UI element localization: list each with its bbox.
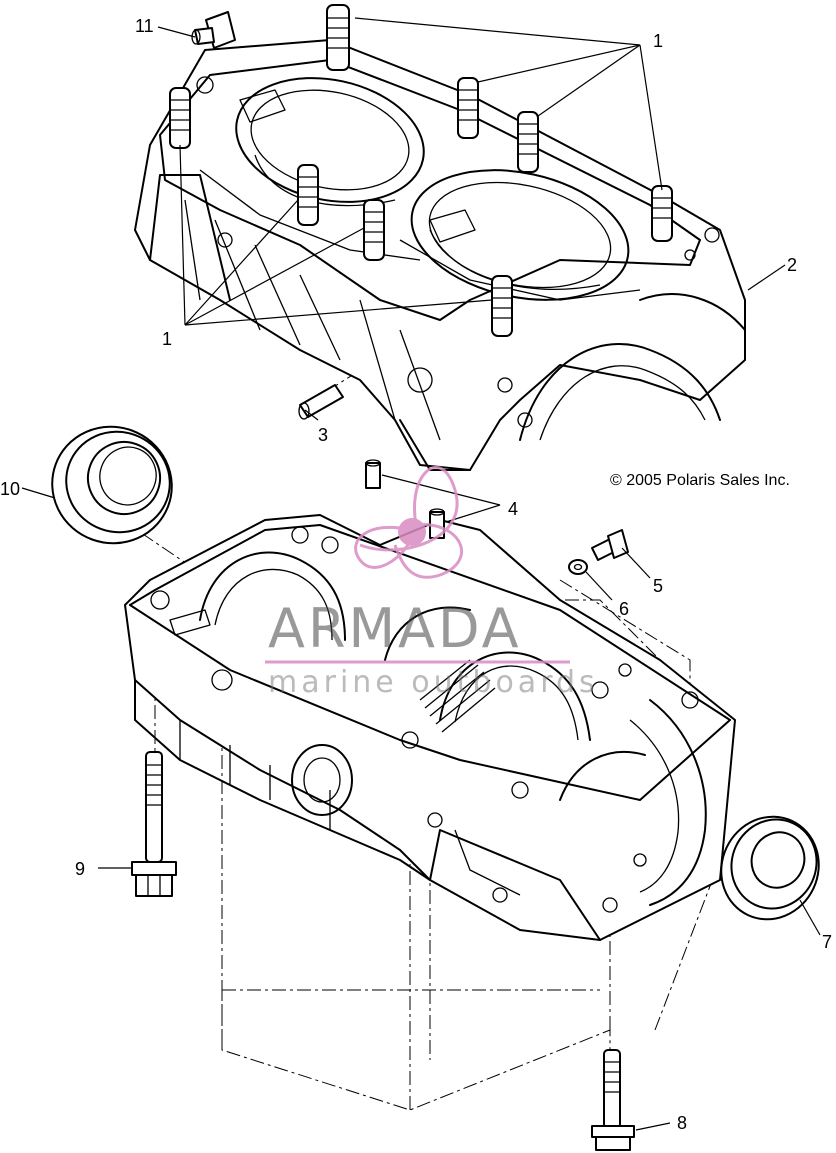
stud [517,111,539,173]
washer-part-6 [568,559,588,575]
watermark-logo-icon [265,466,570,664]
watermark-brand: ARMADA [268,597,522,660]
leader-lines [21,17,821,1131]
stud [363,199,385,261]
screw-part-5 [591,529,629,561]
stud [297,164,319,226]
stud [457,77,479,139]
callout-8: 8 [677,1113,688,1133]
callout-9: 9 [75,859,86,879]
callout-7: 7 [822,932,833,952]
stud [169,87,191,149]
stud [491,275,513,337]
callout-6: 6 [619,599,630,619]
stud [326,4,350,71]
bolt-part-8 [591,1049,635,1151]
callout-3: 3 [318,425,329,445]
callout-11: 11 [135,16,154,36]
callout-10: 10 [0,479,21,499]
lower-crankcase [124,514,736,941]
dowel-pin-part [298,384,344,420]
watermark-tagline: marine outboards [268,665,599,700]
callout-2: 2 [787,255,798,275]
callout-1-upper: 1 [653,31,664,51]
seal-part-7 [720,815,820,921]
fitting-part [191,11,236,49]
bolt-part-9 [131,751,177,897]
callout-4: 4 [508,499,519,519]
stud [651,185,673,242]
copyright-notice: © 2005 Polaris Sales Inc. [610,472,790,489]
callout-5: 5 [653,576,664,596]
seal-part-10 [51,425,173,545]
upper-crankcase [134,39,746,471]
callout-1-lower: 1 [162,329,173,349]
